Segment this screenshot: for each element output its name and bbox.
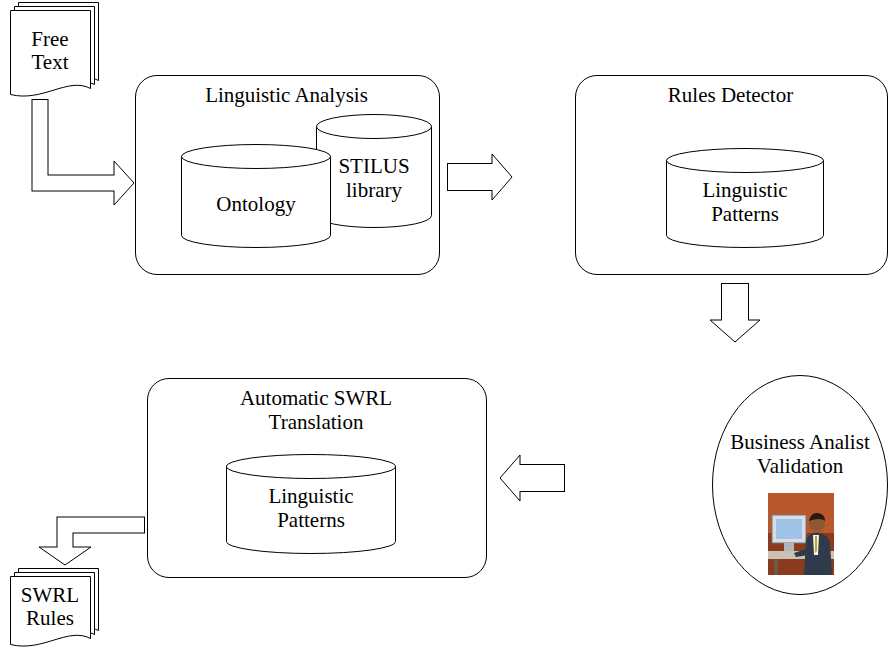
validation-node: Business Analist Validation [712,375,888,595]
node-label: Ontology [181,192,331,216]
node-label: Free Text [15,28,85,74]
database-node: Ontology [181,144,331,248]
node-label: Linguistic Patterns [680,178,810,226]
block-arrow [447,154,512,200]
block-arrow [710,283,760,342]
node-label: SWRL Rules [15,584,85,630]
node-label: Linguistic Patterns [246,484,376,532]
validation-ellipse [712,375,888,595]
block-arrow [500,455,565,501]
analyst-picture [768,493,834,575]
database-node: STILUS library [316,114,432,228]
process-box: Linguistic AnalysisOntologySTILUS librar… [135,75,440,275]
block-arrow [39,525,145,565]
block-arrow [40,99,134,205]
node-label: STILUS library [316,154,432,202]
process-box: Rules DetectorLinguistic Patterns [575,75,888,275]
box-heading: Rules Detector [575,83,886,107]
node-label: Business Analist Validation [722,430,878,478]
document-node: SWRL Rules [10,568,102,646]
document-node: Free Text [10,2,102,96]
database-node: Linguistic Patterns [226,454,396,554]
process-box: Automatic SWRL TranslationLinguistic Pat… [147,378,487,578]
database-node: Linguistic Patterns [666,148,824,248]
box-heading: Automatic SWRL Translation [216,386,416,434]
box-heading: Linguistic Analysis [135,83,438,107]
